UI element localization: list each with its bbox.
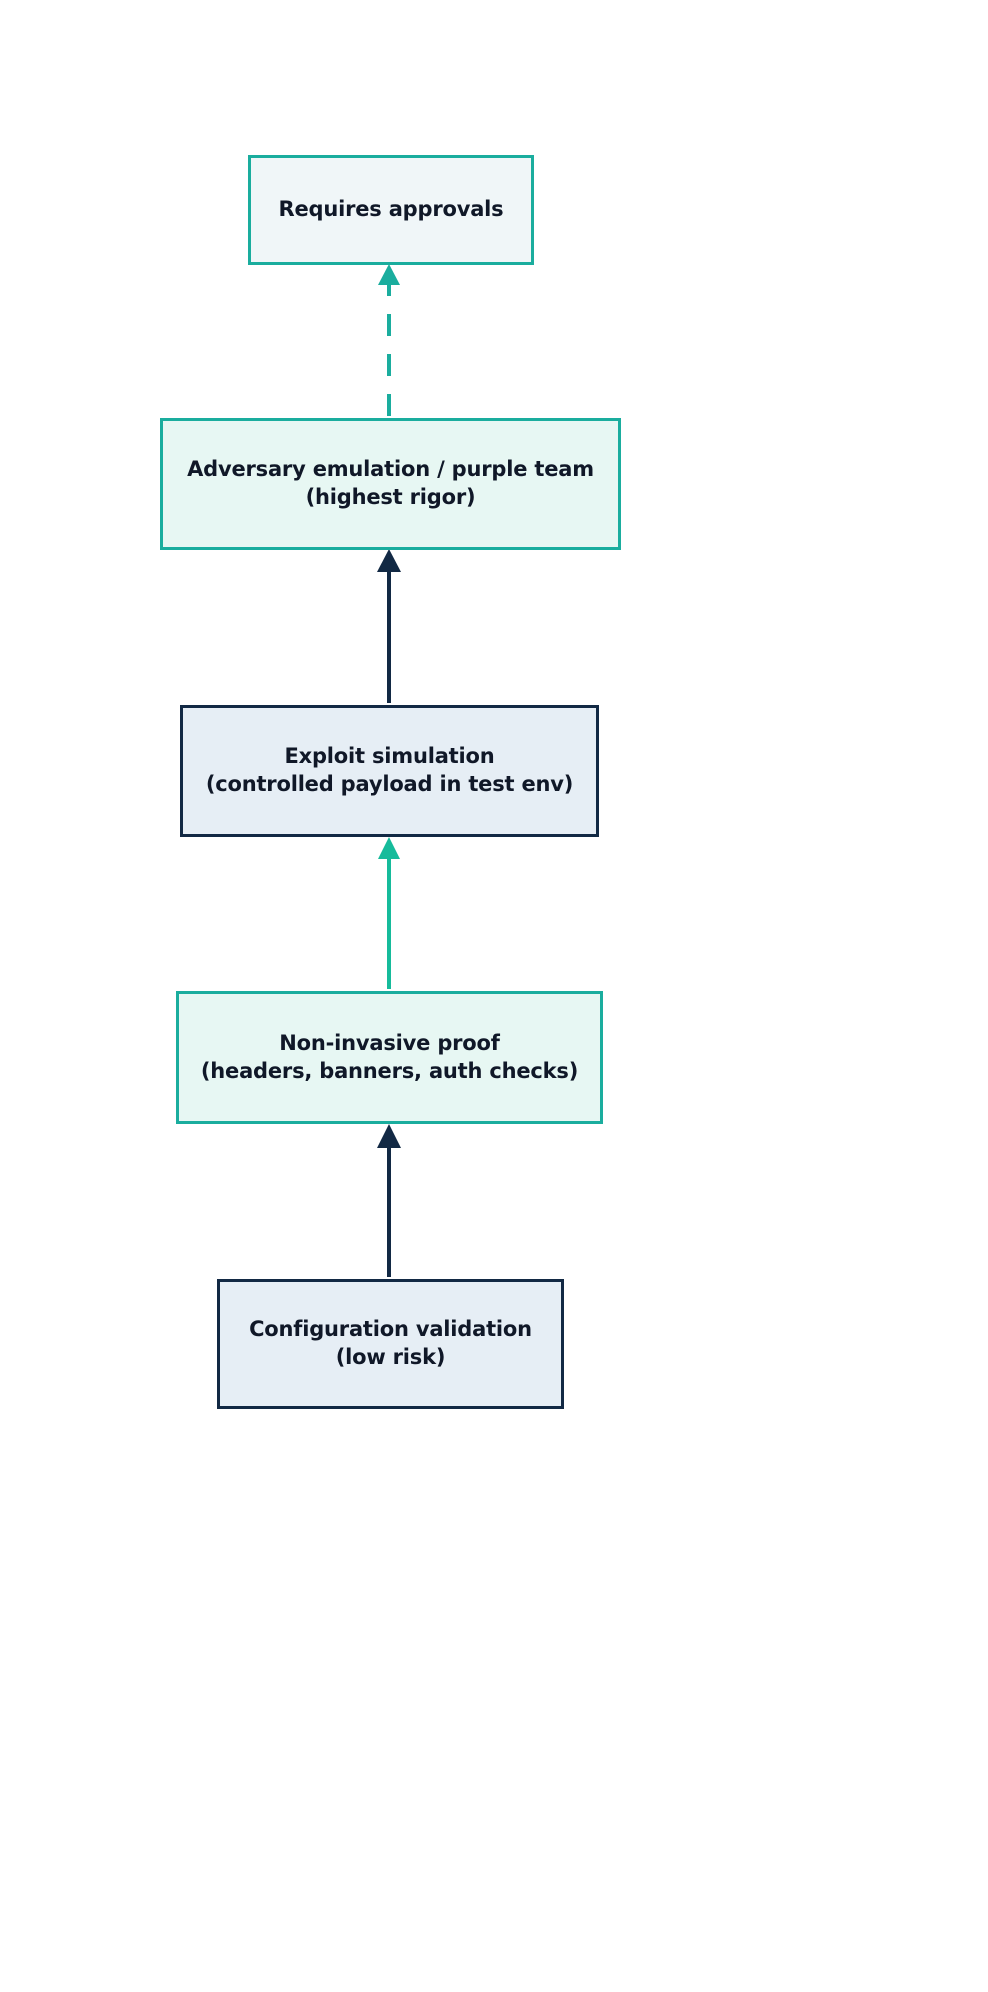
flow-node-exploit-simulation[interactable]: Exploit simulation (controlled payload i… (180, 705, 599, 837)
arrowhead-up-icon (377, 1124, 401, 1148)
flow-node-adversary-emulation[interactable]: Adversary emulation / purple team (highe… (160, 418, 621, 550)
edge-exploit-to-adversary (377, 549, 401, 703)
flow-node-label: Exploit simulation (controlled payload i… (205, 744, 574, 796)
edge-noninvasive-to-exploit (378, 837, 400, 989)
edge-config-to-noninvasive (377, 1124, 401, 1277)
arrowhead-up-icon (378, 264, 400, 285)
flow-node-configuration-validation[interactable]: Configuration validation (low risk) (217, 1279, 564, 1409)
flow-node-label: Requires approvals (278, 197, 504, 222)
arrowhead-up-icon (378, 837, 400, 859)
flow-node-requires-approvals[interactable]: Requires approvals (248, 155, 534, 265)
edge-adversary-to-approvals (378, 264, 400, 416)
arrowhead-up-icon (377, 549, 401, 572)
flow-node-label: Non-invasive proof (headers, banners, au… (200, 1030, 579, 1083)
flow-node-label: Adversary emulation / purple team (highe… (187, 457, 594, 509)
flow-node-label: Configuration validation (low risk) (249, 1317, 532, 1369)
flow-node-non-invasive-proof[interactable]: Non-invasive proof (headers, banners, au… (176, 991, 603, 1124)
